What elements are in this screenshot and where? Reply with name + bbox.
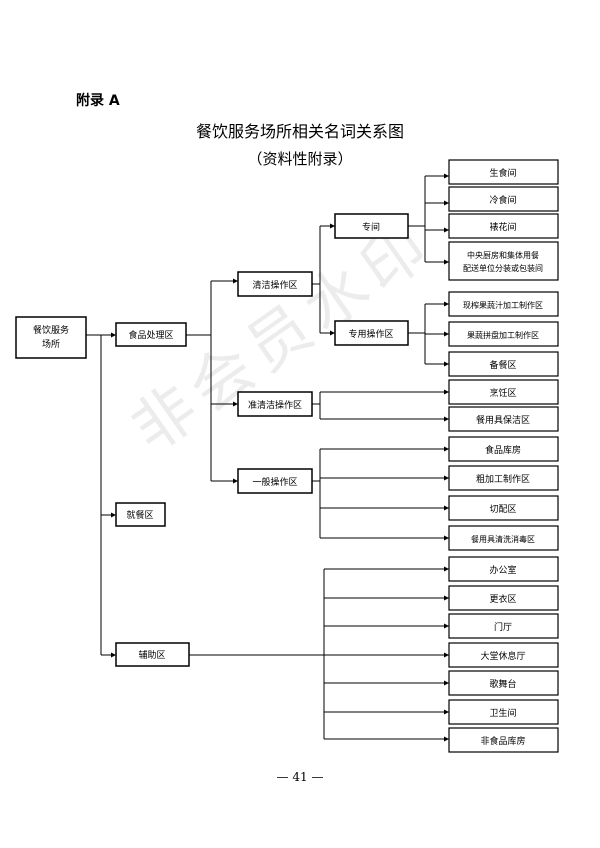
node-lobby: 门厅 — [448, 613, 559, 639]
node-utensil-clean-zone: 餐用具保洁区 — [448, 406, 559, 432]
node-juice-zone: 现榨果蔬汁加工制作区 — [448, 291, 559, 317]
node-cutting-zone-label: 切配区 — [489, 504, 516, 515]
node-clean-zone: 清洁操作区 — [237, 271, 313, 297]
node-food-storage-label: 食品库房 — [485, 444, 521, 456]
node-special-room: 专间 — [334, 213, 409, 239]
node-special-zone-label: 专用操作区 — [348, 328, 393, 340]
node-utensil-clean-zone-label: 餐用具保洁区 — [476, 414, 530, 426]
edges — [86, 173, 449, 742]
node-food-processing: 食品处理区 — [115, 322, 187, 347]
node-food-processing-label: 食品处理区 — [128, 329, 173, 341]
node-root-label-line2: 场所 — [42, 339, 60, 350]
node-juice-zone-label: 现榨果蔬汁加工制作区 — [463, 300, 543, 310]
node-changing-room-label: 更衣区 — [489, 593, 516, 605]
node-central-kitchen: 中央厨房和集体用餐 配送单位分装或包装间 — [448, 241, 559, 281]
node-food-storage: 食品库房 — [448, 436, 559, 462]
node-cutting-zone: 切配区 — [448, 495, 559, 521]
node-toilet: 卫生间 — [448, 699, 559, 725]
node-serving-zone: 备餐区 — [448, 351, 559, 377]
node-toilet-label: 卫生间 — [489, 707, 516, 719]
node-office-label: 办公室 — [489, 564, 516, 576]
node-lobby-label: 门厅 — [494, 621, 512, 633]
node-cold-room: 冷食间 — [448, 186, 559, 212]
node-pastry-room: 裱花间 — [448, 213, 559, 239]
node-auxiliary-label: 辅助区 — [138, 649, 165, 661]
node-nonfood-storage: 非食品库房 — [448, 727, 559, 753]
node-rough-processing: 粗加工制作区 — [448, 465, 559, 491]
node-cooking-zone: 烹饪区 — [448, 379, 559, 405]
node-stage-label: 歌舞台 — [489, 678, 516, 690]
node-utensil-wash-zone: 餐用具清洗消毒区 — [448, 525, 559, 551]
node-root-label-line1: 餐饮服务 — [33, 324, 69, 336]
node-semi-clean-zone-label: 准清洁操作区 — [248, 399, 302, 411]
node-platter-zone-label: 果蔬拼盘加工制作区 — [467, 330, 539, 340]
diagram-title: 餐饮服务场所相关名词关系图 — [195, 122, 404, 141]
appendix-label: 附录 A — [76, 93, 120, 109]
node-office: 办公室 — [448, 556, 559, 582]
node-serving-zone-label: 备餐区 — [489, 359, 516, 371]
node-general-zone: 一般操作区 — [237, 468, 313, 494]
node-dining-label: 就餐区 — [126, 509, 153, 521]
node-lounge-label: 大堂休息厅 — [480, 650, 525, 662]
diagram-subtitle: （资料性附录） — [247, 150, 353, 168]
node-clean-zone-label: 清洁操作区 — [252, 279, 297, 291]
node-auxiliary: 辅助区 — [115, 642, 190, 667]
node-central-kitchen-label-line1: 中央厨房和集体用餐 — [467, 250, 539, 260]
node-dining: 就餐区 — [115, 502, 166, 527]
node-changing-room: 更衣区 — [448, 585, 559, 611]
node-special-zone: 专用操作区 — [334, 320, 409, 346]
node-nonfood-storage-label: 非食品库房 — [480, 735, 525, 747]
node-general-zone-label: 一般操作区 — [252, 476, 297, 488]
page-number: — 41 — — [276, 770, 324, 784]
node-special-room-label: 专间 — [362, 221, 380, 233]
node-utensil-wash-zone-label: 餐用具清洗消毒区 — [471, 534, 535, 544]
node-pastry-room-label: 裱花间 — [489, 221, 516, 233]
node-central-kitchen-label-line2: 配送单位分装或包装间 — [463, 263, 543, 273]
node-stage: 歌舞台 — [448, 670, 559, 696]
node-semi-clean-zone: 准清洁操作区 — [237, 391, 313, 417]
node-raw-room-label: 生食间 — [489, 167, 516, 179]
node-raw-room: 生食间 — [448, 159, 559, 185]
node-root: 餐饮服务 场所 — [15, 316, 87, 359]
node-platter-zone: 果蔬拼盘加工制作区 — [448, 321, 559, 347]
node-rough-processing-label: 粗加工制作区 — [476, 473, 530, 485]
node-cold-room-label: 冷食间 — [489, 194, 516, 206]
node-cooking-zone-label: 烹饪区 — [489, 387, 516, 399]
node-lounge: 大堂休息厅 — [448, 642, 559, 668]
